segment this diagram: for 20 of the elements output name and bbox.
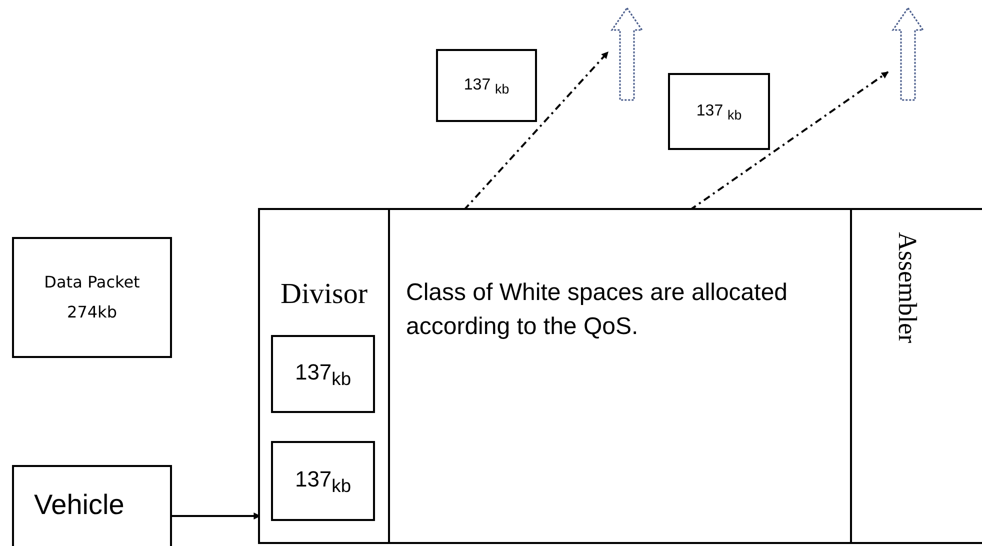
process-box bbox=[271, 441, 375, 521]
node-label: 137 $_{kb}$ bbox=[462, 74, 510, 98]
node-label: Data Packet 274kb bbox=[43, 271, 141, 324]
up-arrow-icon bbox=[891, 6, 925, 102]
process-box bbox=[271, 335, 375, 413]
process-box bbox=[436, 49, 537, 122]
node-label: 137 $_{kb}$ bbox=[695, 100, 743, 124]
node-label: Class of White spaces are allocated according to the QoS. bbox=[405, 278, 789, 342]
process-box bbox=[668, 73, 770, 150]
node-label: Vehicle bbox=[33, 488, 124, 521]
node-label: Assembler bbox=[892, 232, 922, 344]
dashed-arrow bbox=[689, 71, 889, 211]
process-box bbox=[12, 465, 172, 546]
node-label: Divisor bbox=[280, 277, 368, 312]
process-box bbox=[258, 208, 982, 544]
process-box bbox=[12, 237, 172, 358]
node-label: 137$_{kb}$ bbox=[294, 358, 352, 391]
dashed-arrow bbox=[463, 51, 609, 211]
node-label: 137$_{kb}$ bbox=[294, 465, 352, 498]
up-arrow-icon bbox=[610, 6, 644, 102]
